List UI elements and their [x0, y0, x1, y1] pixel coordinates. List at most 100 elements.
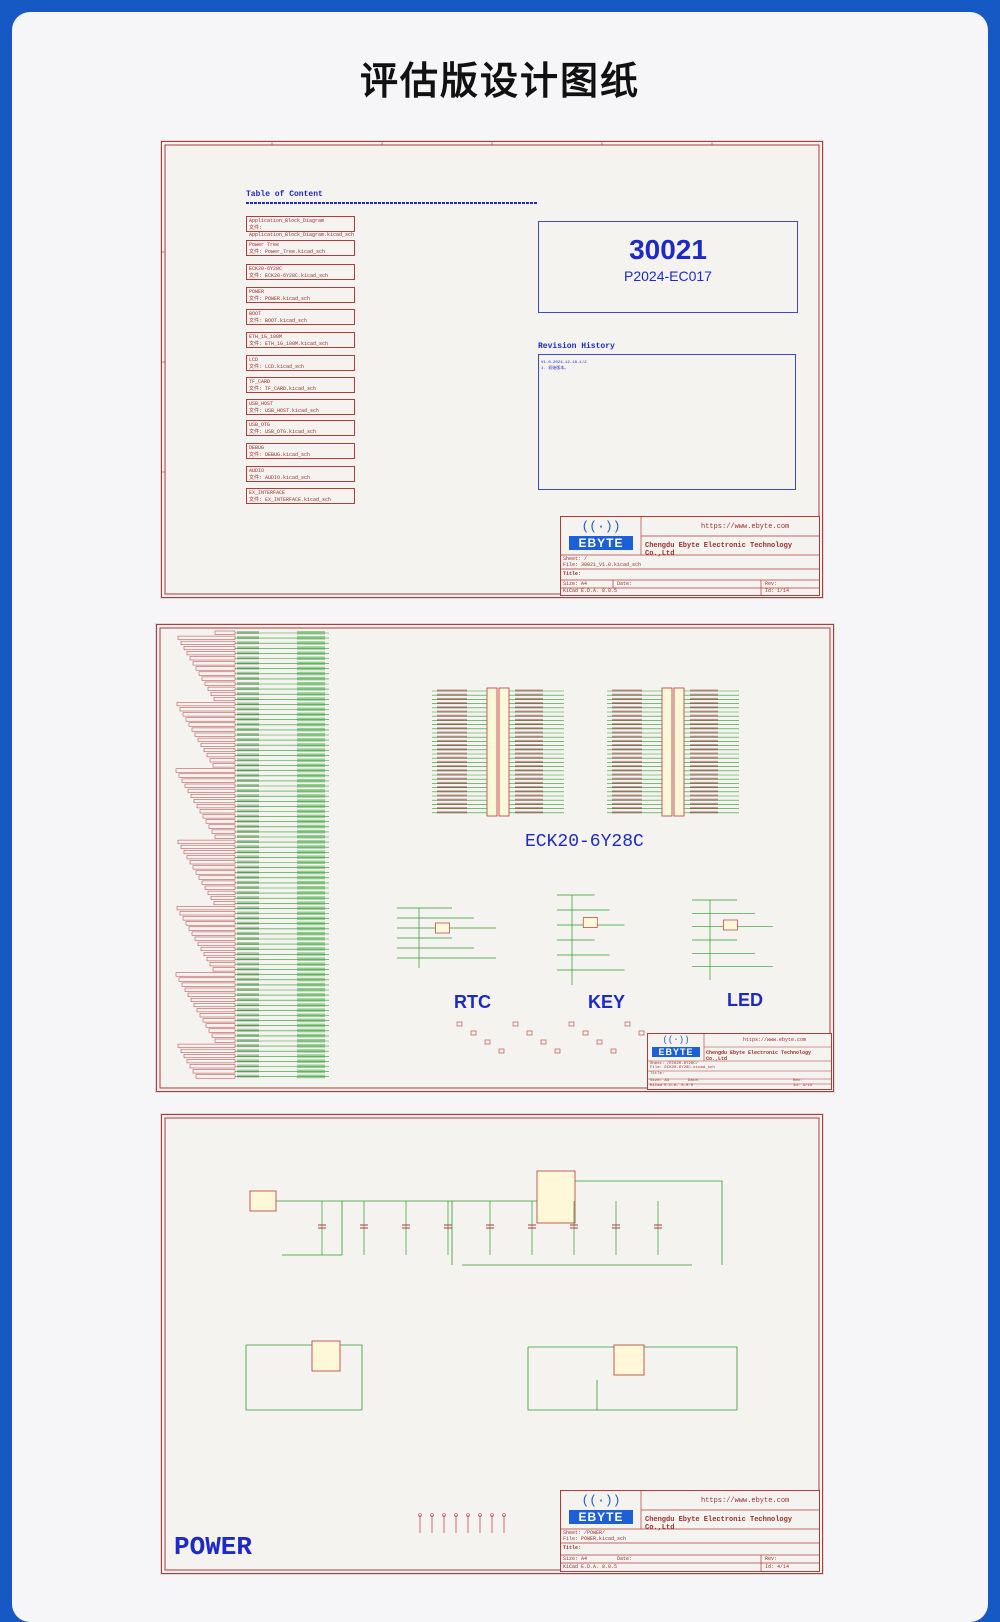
title-block-id: Id: 1/14 [765, 588, 790, 594]
title-block-rev: Rev: [793, 1079, 803, 1083]
toc-sheet-name: USB_OTG [249, 422, 271, 428]
title-block-id: Id: 3/14 [793, 1084, 813, 1088]
title-block: ((·)) EBYTE https://www.ebyte.com Chengd… [647, 1033, 832, 1090]
signal-icon: ((·)) [581, 519, 621, 534]
title-block: ((·)) EBYTE https://www.ebyte.com Chengd… [560, 516, 820, 596]
title-block-url: https://www.ebyte.com [743, 1037, 807, 1043]
schematic-sheet-power: POWER ((·)) EBYTE https://www.ebyte.com … [161, 1114, 823, 1574]
power-schematic-drawing [164, 1117, 820, 1571]
signal-icon: ((·)) [581, 1493, 621, 1508]
title-block-kicad: KiCad E.D.A. 8.0.5 [563, 588, 618, 594]
title-block-title: Title: [563, 571, 582, 577]
project-code: P2024-EC017 [624, 268, 712, 284]
ebyte-logo: ((·)) EBYTE [652, 1035, 700, 1057]
page-title: 评估版设计图纸 [359, 59, 640, 103]
title-block-url: https://www.ebyte.com [701, 523, 790, 531]
title-block-rev: Rev: [765, 581, 778, 587]
project-number: 30021 [629, 234, 707, 265]
toc-sheet-name: ETH_1G_100M [249, 334, 283, 340]
led-label: LED [727, 990, 763, 1010]
key-label: KEY [588, 992, 626, 1012]
ebyte-logo: ((·)) EBYTE [569, 1493, 633, 1524]
toc-sheet-file: 文件: Power_Tree.kicad_sch [249, 249, 326, 255]
title-block-date: Date: [617, 1556, 633, 1562]
project-box: 30021 P2024-EC017 [538, 221, 798, 313]
title-block-sheet: Sheet: /POWER/ [563, 1530, 606, 1536]
title-block-size: Size: A3 [650, 1079, 670, 1083]
title-block-title: Title: [650, 1072, 665, 1076]
module-label: ECK20-6Y28C [525, 832, 644, 852]
title-block-title: Title: [563, 1545, 582, 1551]
title-block-file: File: 30021_V1.0.kicad_sch [563, 562, 642, 568]
ebyte-logo: ((·)) EBYTE [569, 519, 633, 550]
title-block-id: Id: 4/14 [765, 1564, 790, 1570]
title-block-file: File: POWER.kicad_sch [563, 1536, 627, 1542]
title-block-grid [561, 517, 819, 595]
toc-sheet-name: Application_Block_Diagram [249, 218, 325, 224]
toc-sheet-file: 文件: ECK20-6Y28C.kicad_sch [249, 273, 329, 279]
revision-box: V1.0-2024-12-18-1/2 1. 初始版本。 [538, 354, 796, 490]
toc-sheet-file: 文件: TF_CARD.kicad_sch [249, 386, 317, 392]
rtc-label: RTC [454, 992, 491, 1012]
toc-sheet-name: ECK20-6Y28C [249, 266, 283, 272]
revision-line: V1.0-2024-12-18-1/2 [541, 361, 587, 365]
title-block-sheet: Sheet: /ECK20-6Y28C/ [650, 1062, 699, 1066]
title-block-company: Chengdu Ebyte Electronic Technology Co.,… [706, 1050, 812, 1062]
title-block-date: Date: [688, 1079, 701, 1083]
toc-sheet-file: 文件: LCD.kicad_sch [249, 364, 305, 370]
revision-title: Revision History [538, 342, 615, 351]
sheet-frame [162, 142, 820, 595]
toc-sheet-name: DEBUG [249, 445, 265, 451]
title-block-url: https://www.ebyte.com [701, 1497, 790, 1505]
toc-sheet-name: TF_CARD [249, 379, 271, 385]
title-block-sheet: Sheet: / [563, 556, 588, 562]
toc-sheet-file: 文件: USB_HOST.kicad_sch [249, 408, 320, 414]
signal-icon: ((·)) [662, 1035, 690, 1045]
toc-sheet-name: Power Tree [249, 242, 280, 248]
schematic-sheet-toc: Table of Content Application_Block_Diagr… [161, 141, 823, 598]
module-schematic-drawing [159, 627, 831, 1089]
toc-sheet-file: 文件: AUDIO.kicad_sch [249, 475, 311, 481]
toc-sheet-file: 文件: ETH_1G_100M.kicad_sch [249, 341, 329, 347]
revision-line: 1. 初始版本。 [541, 367, 569, 371]
toc-sheet-name: EX_INTERFACE [249, 490, 286, 496]
toc-sheet-name: LCD [249, 357, 259, 363]
toc-sheet-name: USB_HOST [249, 401, 274, 407]
title-block-grid [561, 1491, 819, 1571]
power-label: POWER [174, 1532, 253, 1562]
title-block-kicad: KiCad E.D.A. 8.0.5 [650, 1084, 694, 1088]
title-block-size: Size: A4 [563, 1556, 588, 1562]
title-block-kicad: KiCad E.D.A. 8.0.5 [563, 1564, 618, 1570]
title-block: ((·)) EBYTE https://www.ebyte.com Chengd… [560, 1490, 820, 1572]
toc-sheet-file: 文件: Application_Block_Diagram.kicad_sch [249, 225, 355, 238]
toc-title: Table of Content [246, 190, 323, 199]
toc-sheet-file: 文件: BOOT.kicad_sch [249, 318, 308, 324]
toc-sheet-file: 文件: DEBUG.kicad_sch [249, 452, 311, 458]
toc-sheet-file: 文件: EX_INTERFACE.kicad_sch [249, 497, 332, 503]
toc-sheet-file: 文件: USB_OTG.kicad_sch [249, 429, 317, 435]
toc-sheet-name: BOOT [249, 311, 262, 317]
schematic-sheet-module: ECK20-6Y28C RTC KEY LED ((·)) EBYTE http… [156, 624, 834, 1092]
title-block-rev: Rev: [765, 1556, 778, 1562]
title-block-size: Size: A4 [563, 581, 588, 587]
toc-sheet-name: AUDIO [249, 468, 265, 474]
title-block-company: Chengdu Ebyte Electronic Technology Co.,… [645, 542, 793, 558]
title-block-file: File: ECK20-6Y28C.kicad_sch [650, 1066, 715, 1070]
title-block-date: Date: [617, 581, 633, 587]
title-block-company: Chengdu Ebyte Electronic Technology Co.,… [645, 1516, 793, 1532]
title-block-grid [648, 1034, 831, 1085]
toc-sheet-file: 文件: POWER.kicad_sch [249, 296, 311, 302]
